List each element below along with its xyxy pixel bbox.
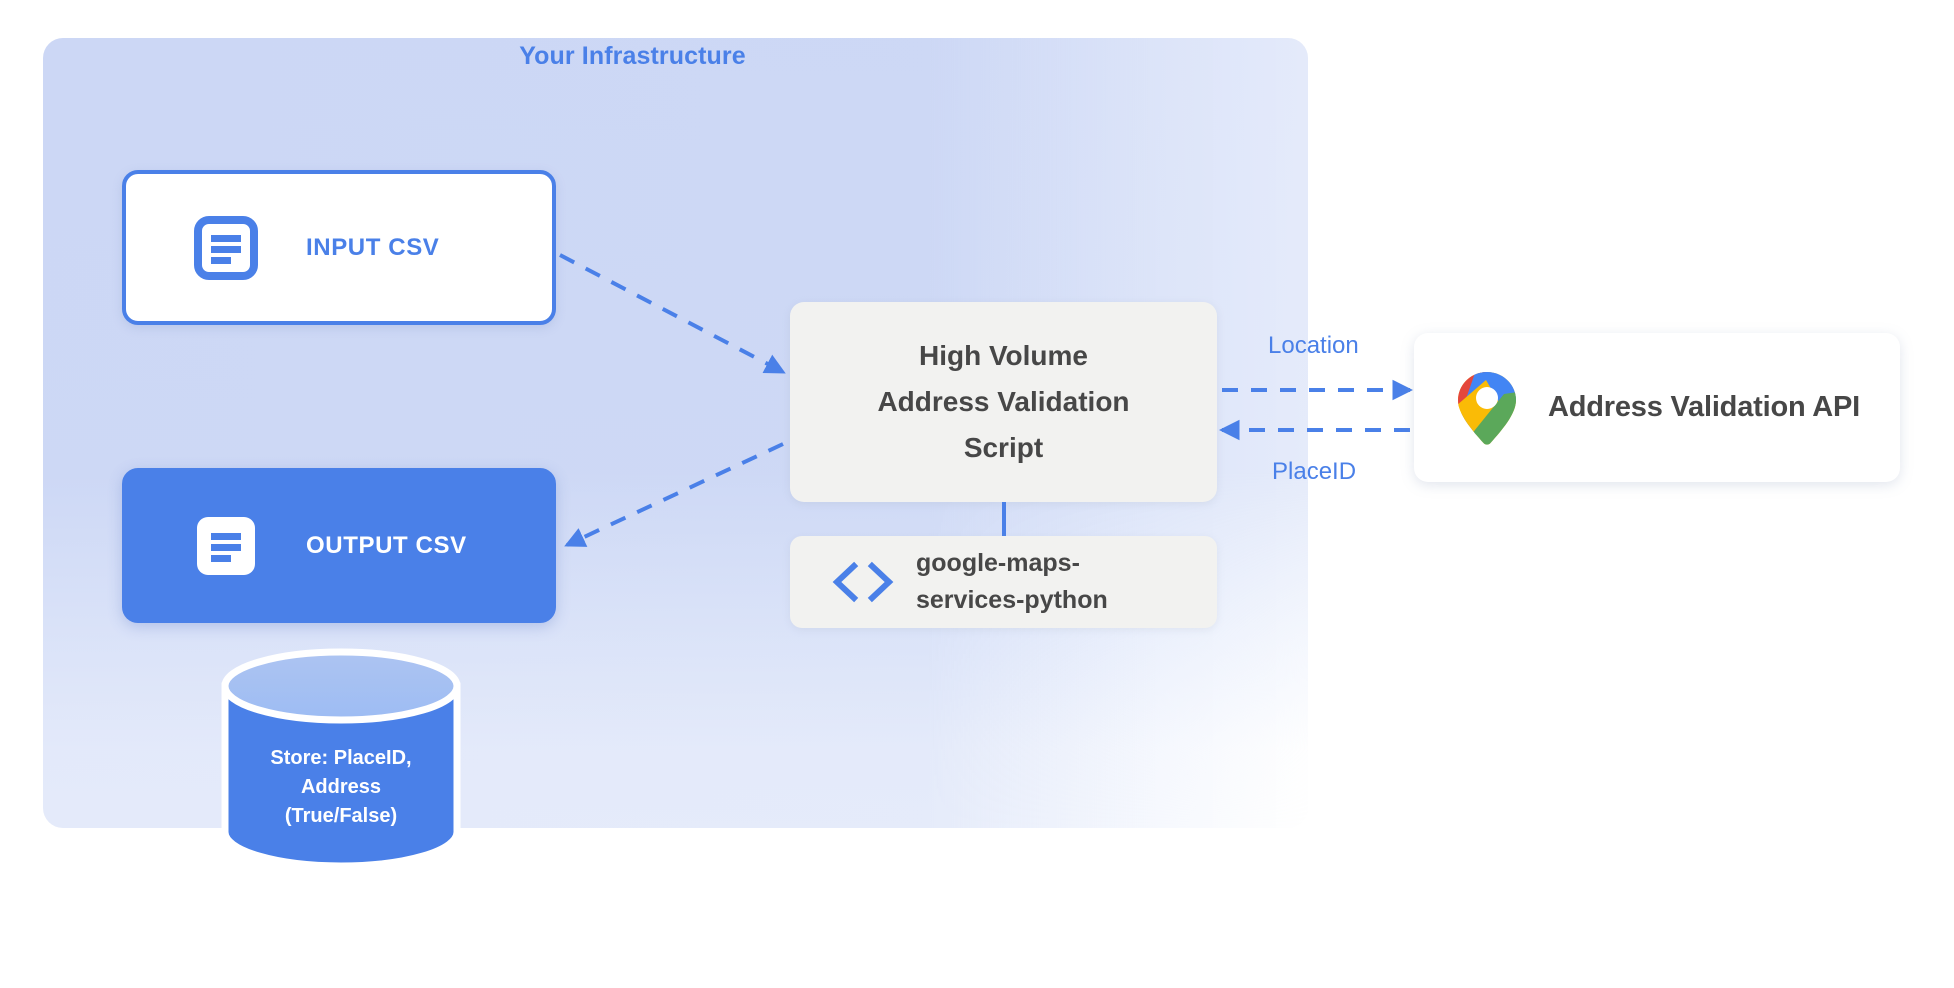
document-icon xyxy=(197,516,255,575)
node-input-csv[interactable]: INPUT CSV xyxy=(122,170,556,325)
node-output-csv[interactable]: OUTPUT CSV xyxy=(122,468,556,623)
script-library-connector xyxy=(1002,502,1006,536)
node-input-csv-label: INPUT CSV xyxy=(306,233,440,261)
node-api-label: Address Validation API xyxy=(1548,391,1860,423)
node-library-line2: services-python xyxy=(916,586,1108,614)
code-brackets-icon xyxy=(832,561,894,603)
node-script-line3: Script xyxy=(963,432,1044,463)
node-library[interactable]: google-maps- services-python xyxy=(790,536,1217,628)
database-cylinder-icon xyxy=(221,648,461,870)
edge-label-location: Location xyxy=(1268,332,1359,359)
node-script-line1: High Volume xyxy=(918,340,1089,371)
node-script[interactable]: High Volume Address Validation Script xyxy=(790,302,1217,502)
infrastructure-panel-title: Your Infrastructure xyxy=(519,42,746,70)
node-output-csv-label: OUTPUT CSV xyxy=(306,531,467,559)
node-library-line1: google-maps- xyxy=(916,549,1080,577)
edge-label-placeid: PlaceID xyxy=(1272,458,1357,485)
node-database[interactable]: Store: PlaceID, Address (True/False) xyxy=(217,648,465,870)
node-script-line2: Address Validation xyxy=(877,386,1130,417)
node-library-text: google-maps- services-python xyxy=(894,545,1108,619)
google-maps-pin-icon xyxy=(1458,371,1516,445)
document-icon xyxy=(194,215,258,280)
node-address-validation-api[interactable]: Address Validation API xyxy=(1414,333,1900,482)
